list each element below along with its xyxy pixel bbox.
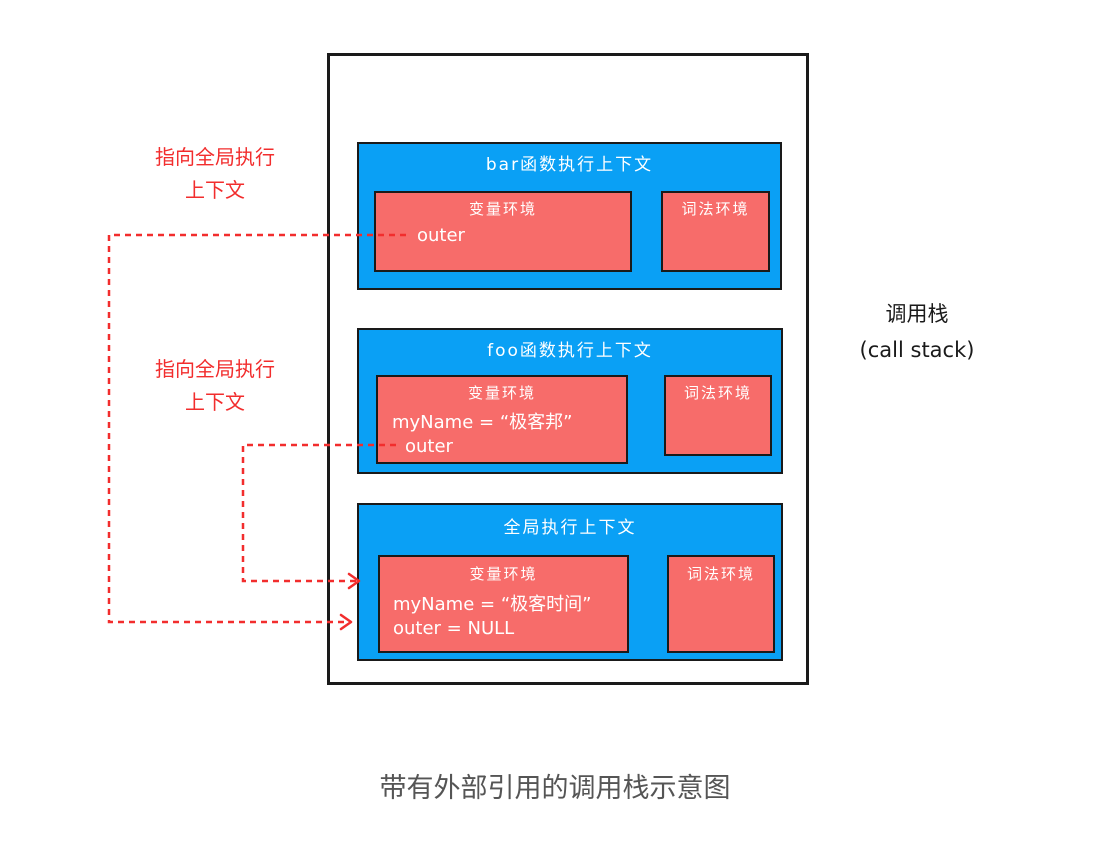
global-lexical-environment: 词法环境 bbox=[667, 555, 775, 653]
call-stack-label: 调用栈 (call stack) bbox=[842, 296, 992, 368]
figure-caption: 带有外部引用的调用栈示意图 bbox=[379, 773, 731, 804]
pointer-label-foo: 指向全局执行 上下文 bbox=[150, 353, 280, 419]
global-variable-env-title: 变量环境 bbox=[469, 565, 538, 583]
pointer-label-bar-line2: 上下文 bbox=[185, 178, 245, 202]
foo-variable-env-title: 变量环境 bbox=[467, 384, 536, 402]
foo-lexical-environment: 词法环境 bbox=[664, 375, 772, 456]
global-lexical-env-title: 词法环境 bbox=[686, 565, 755, 583]
pointer-label-bar: 指向全局执行 上下文 bbox=[150, 141, 280, 207]
bar-outer-arrowhead bbox=[339, 613, 353, 631]
bar-execution-context: bar函数执行上下文 变量环境 outer 词法环境 bbox=[357, 142, 782, 290]
bar-variable-env-title: 变量环境 bbox=[468, 200, 537, 218]
bar-variable-environment: 变量环境 outer bbox=[374, 191, 632, 272]
global-myname-binding: myName = “极客时间” bbox=[393, 594, 592, 615]
foo-lexical-env-title: 词法环境 bbox=[683, 384, 752, 402]
global-outer-binding: outer = NULL bbox=[393, 618, 515, 639]
foo-outer-pointer-line bbox=[241, 443, 396, 583]
global-execution-context: 全局执行上下文 变量环境 myName = “极客时间” outer = NUL… bbox=[357, 503, 783, 661]
foo-myname-binding: myName = “极客邦” bbox=[392, 412, 573, 433]
bar-lexical-environment: 词法环境 bbox=[661, 191, 770, 272]
foo-variable-environment: 变量环境 myName = “极客邦” outer bbox=[376, 375, 628, 464]
bar-context-title: bar函数执行上下文 bbox=[485, 155, 654, 175]
bar-outer-ref: outer bbox=[417, 225, 465, 246]
call-stack-label-zh: 调用栈 bbox=[885, 302, 949, 326]
pointer-label-foo-line2: 上下文 bbox=[185, 390, 245, 414]
bar-outer-pointer-line bbox=[107, 233, 406, 624]
foo-outer-arrowhead bbox=[347, 572, 361, 590]
foo-context-title: foo函数执行上下文 bbox=[487, 341, 653, 361]
call-stack-label-en: (call stack) bbox=[859, 338, 975, 362]
foo-execution-context: foo函数执行上下文 变量环境 myName = “极客邦” outer 词法环… bbox=[357, 328, 783, 474]
foo-outer-ref: outer bbox=[405, 436, 453, 457]
global-context-title: 全局执行上下文 bbox=[503, 518, 637, 538]
pointer-label-bar-line1: 指向全局执行 bbox=[155, 145, 275, 169]
bar-lexical-env-title: 词法环境 bbox=[681, 200, 750, 218]
global-variable-environment: 变量环境 myName = “极客时间” outer = NULL bbox=[378, 555, 629, 653]
pointer-label-foo-line1: 指向全局执行 bbox=[155, 357, 275, 381]
